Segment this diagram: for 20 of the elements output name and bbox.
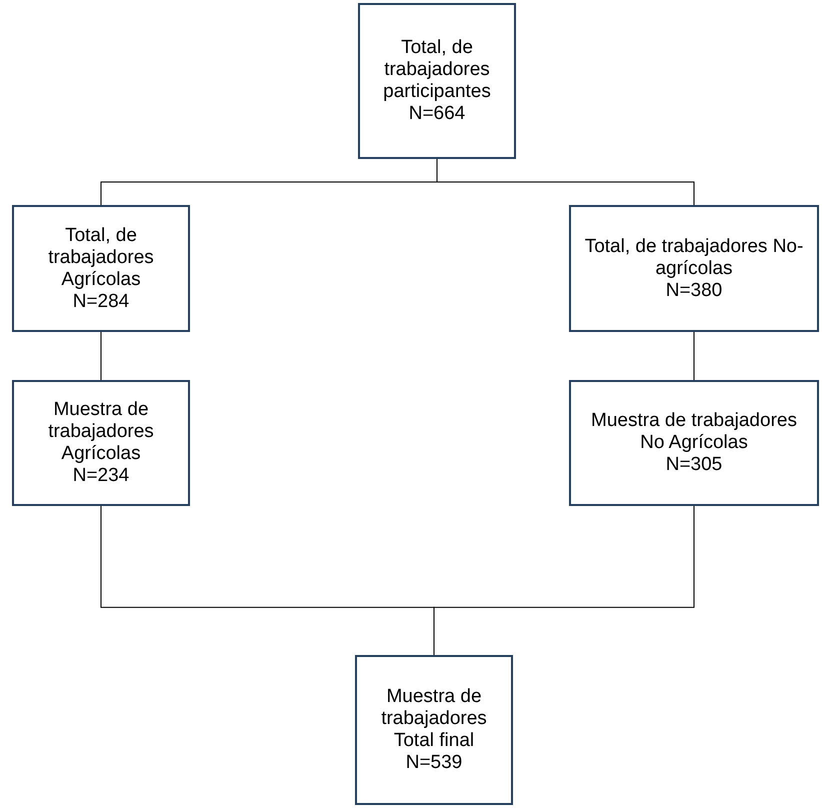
box-text: N=539	[406, 752, 462, 774]
box-text: Muestra de trabajadores Agrícolas	[47, 399, 155, 465]
box-text: Muestra de trabajadores Total final	[380, 686, 488, 752]
box-text: Muestra de trabajadores No Agrícolas	[590, 410, 798, 454]
box-text: N=305	[666, 454, 722, 476]
box-text: Total, de trabajadores No-agrícolas	[584, 236, 804, 280]
box-text: N=284	[72, 290, 130, 312]
connector-line	[436, 158, 694, 206]
connector-line	[100, 332, 102, 380]
box-text: N=664	[408, 103, 466, 125]
box-text: Total, de trabajadores participantes	[382, 37, 492, 103]
box-text: N=380	[666, 280, 722, 302]
flow-box	[569, 205, 819, 332]
flow-box	[569, 380, 819, 506]
flow-box	[12, 380, 190, 506]
flow-box	[12, 205, 190, 332]
box-text: N=234	[72, 465, 130, 487]
box-text: Total, de trabajadores Agrícolas	[47, 224, 155, 290]
flow-box	[355, 655, 513, 805]
flow-box	[358, 3, 516, 159]
